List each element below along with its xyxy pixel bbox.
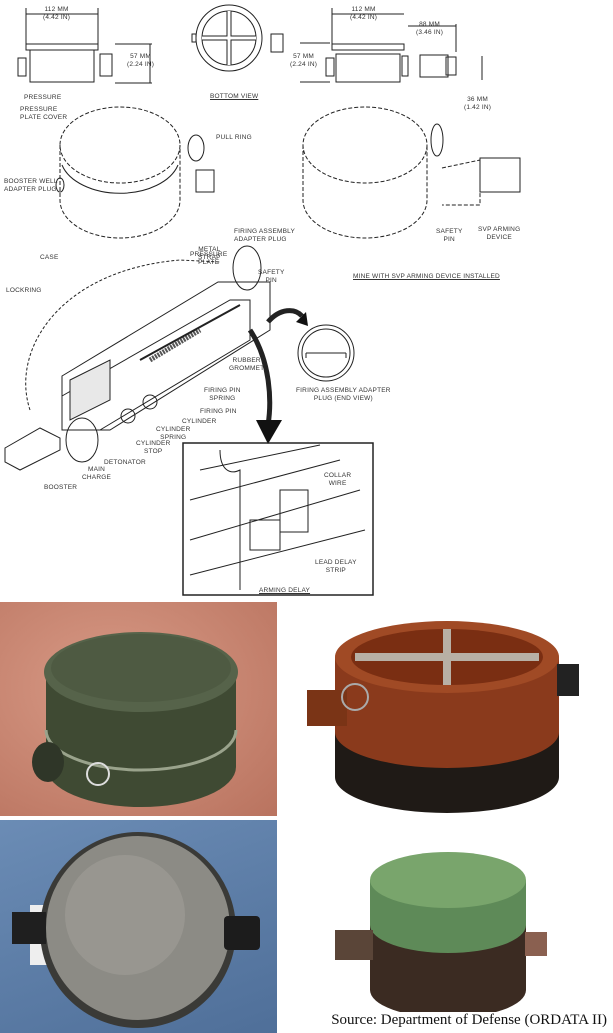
photo-brown-mine	[285, 602, 613, 816]
mine-with-svp	[302, 106, 521, 239]
label-firing-pin-spring: FIRING PIN SPRING	[204, 387, 241, 402]
label-cylinder-spring: CYLINDER SPRING	[156, 426, 191, 441]
firing-assembly-plug	[195, 169, 215, 193]
dim-device-length: 88 MM(3.46 IN)	[416, 21, 444, 36]
photo-green-top-mine	[285, 820, 613, 1033]
dim-right-width: 112 MM(4.42 IN)	[350, 6, 378, 21]
photo-gray-mine	[0, 820, 277, 1033]
dim-device-diameter: 36 MM(1.42 IN)	[464, 96, 492, 111]
dim-left-width: 112 MM(4.42 IN)	[43, 6, 71, 21]
mine-exterior	[59, 106, 181, 239]
mine-photo-2	[307, 621, 579, 813]
label-lockring: LOCKRING	[6, 287, 42, 294]
technical-drawings	[4, 4, 521, 596]
label-pressure-plate-cover: PRESSURE PLATE COVER	[20, 106, 68, 121]
arming-delay-inset	[182, 442, 374, 596]
booster-well-plug	[55, 177, 65, 193]
cutaway-drawing	[4, 245, 271, 471]
label-rubber-grommet: RUBBER GROMMET	[229, 357, 265, 372]
label-collar-wire: COLLAR WIRE	[324, 472, 352, 487]
side-view-left	[17, 8, 152, 84]
side-view-right	[300, 8, 483, 83]
photo-green-mine	[0, 602, 277, 816]
label-pressure: PRESSURE	[24, 94, 62, 101]
label-main-charge: MAIN CHARGE	[82, 466, 112, 481]
label-detonator: DETONATOR	[104, 459, 146, 466]
label-mine-with-svp: MINE WITH SVP ARMING DEVICE INSTALLED	[353, 273, 500, 280]
mine-photo-3	[12, 832, 260, 1028]
label-pressure-plate: PRESSURE PLATE	[190, 251, 228, 266]
label-booster-well: BOOSTER WELL ADAPTER PLUG	[4, 178, 58, 193]
dim-right-height: 57 MM(2.24 IN)	[290, 53, 318, 68]
label-pull-ring: PULL RING	[216, 134, 252, 141]
mine-photo-4	[335, 852, 547, 1018]
label-firing-pin: FIRING PIN	[200, 408, 237, 415]
source-caption: Source: Department of Defense (ORDATA II…	[329, 1012, 609, 1029]
bottom-view	[191, 4, 284, 72]
label-case: CASE	[40, 254, 59, 261]
mine-photo-1	[32, 632, 238, 807]
label-svp-arming-device: SVP ARMING DEVICE	[478, 226, 521, 241]
arrow-to-inset	[247, 328, 273, 426]
label-safety-pin: SAFETY PIN	[436, 228, 463, 243]
label-firing-assembly: FIRING ASSEMBLY ADAPTER PLUG	[234, 228, 296, 243]
label-cylinder-stop: CYLINDER STOP	[136, 440, 171, 455]
arrow-to-end-view	[266, 308, 304, 324]
end-view	[297, 324, 355, 382]
label-arming-delay: ARMING DELAY	[259, 587, 311, 594]
label-end-view: FIRING ASSEMBLY ADAPTER PLUG (END VIEW)	[296, 387, 391, 402]
label-booster: BOOSTER	[44, 484, 78, 491]
pull-ring	[187, 134, 205, 162]
label-lead-delay-strip: LEAD DELAY STRIP	[315, 559, 357, 574]
label-cutaway-safety-pin: SAFETY PIN	[258, 269, 285, 284]
label-metal-strap: METAL STRAP	[198, 246, 221, 261]
bottom-view-label: BOTTOM VIEW	[210, 93, 259, 100]
label-cylinder: CYLINDER	[182, 418, 217, 425]
pull-ring-right	[430, 123, 444, 157]
dim-left-height: 57 MM(2.24 IN)	[127, 53, 155, 68]
